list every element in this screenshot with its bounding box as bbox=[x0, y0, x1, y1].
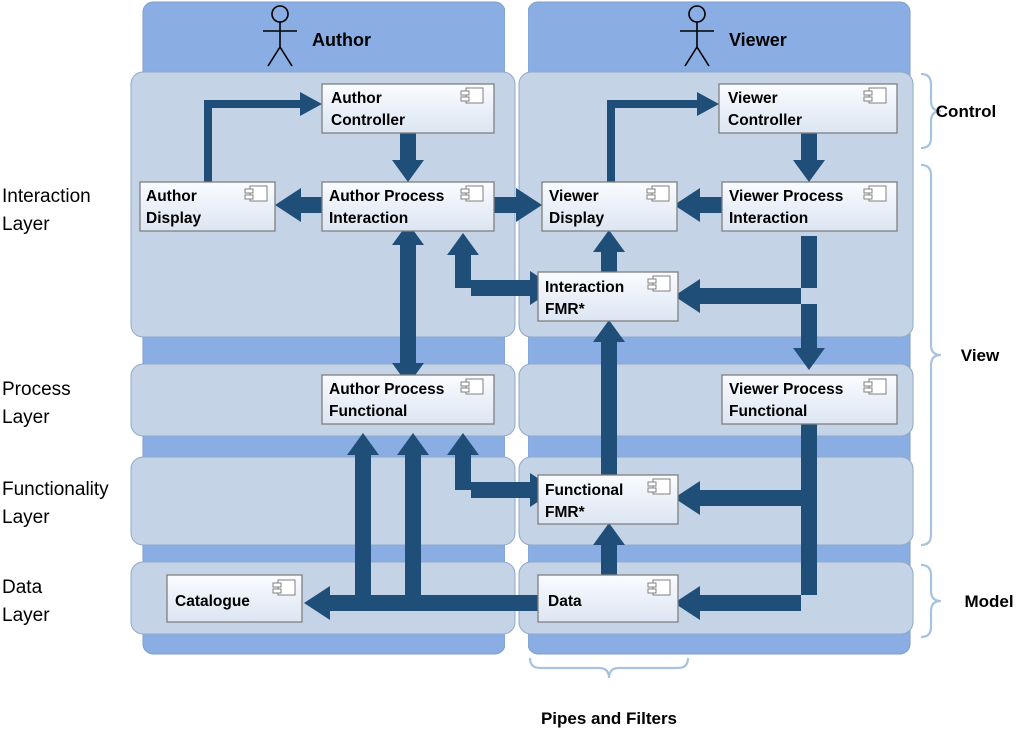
component-viewer-display[interactable]: Viewer Display bbox=[541, 181, 678, 232]
component-viewer-controller[interactable]: Viewer Controller bbox=[718, 83, 898, 134]
component-author-display[interactable]: Author Display bbox=[139, 181, 276, 232]
arrow-viewer-process-functional-to-functional-fmr bbox=[674, 423, 817, 515]
component-label-line1: Viewer bbox=[549, 188, 599, 205]
component-label-line1: Author bbox=[331, 90, 382, 107]
uml-component-icon bbox=[647, 579, 671, 596]
bracket-label-control: Control bbox=[936, 102, 996, 121]
arrow-author-process-interaction-and-functional-double bbox=[392, 223, 424, 385]
component-label-line2: FMR* bbox=[545, 504, 586, 521]
viewer-column-label: Viewer bbox=[729, 30, 787, 50]
uml-component-icon bbox=[272, 579, 296, 596]
uml-component-icon bbox=[460, 87, 484, 104]
component-label-line1: Author bbox=[146, 188, 197, 205]
component-viewer-process-functional[interactable]: Viewer Process Functional bbox=[721, 374, 898, 425]
bracket-pipes-and-filters bbox=[528, 657, 690, 679]
component-label-line1: Author Process bbox=[329, 188, 444, 205]
component-label-line2: Controller bbox=[331, 112, 405, 129]
component-data[interactable]: Data bbox=[537, 574, 679, 623]
component-label-line2: Interaction bbox=[729, 210, 808, 227]
bracket-label-view: View bbox=[961, 346, 1000, 365]
component-label-line1: Data bbox=[548, 593, 582, 610]
component-label-line1: Functional bbox=[545, 482, 623, 499]
component-author-controller[interactable]: Author Controller bbox=[321, 83, 495, 134]
uml-component-icon bbox=[647, 478, 671, 495]
component-label-line2: Display bbox=[549, 210, 605, 227]
component-author-process-interaction[interactable]: Author Process Interaction bbox=[321, 181, 495, 232]
arrow-author-controller-to-author-process-interaction bbox=[392, 127, 424, 182]
component-label-line1: Interaction bbox=[545, 279, 624, 296]
layer-label-functionality-line1: Functionality bbox=[2, 479, 109, 500]
uml-component-icon bbox=[460, 185, 484, 202]
arrow-functional-fmr-to-author-process-functional bbox=[447, 433, 556, 507]
arrow-interaction-fmr-to-author-process-interaction bbox=[447, 233, 556, 305]
bracket-label-pipes-and-filters: Pipes and Filters bbox=[541, 709, 677, 728]
layer-label-process: Process Layer bbox=[2, 379, 71, 428]
uml-component-icon bbox=[647, 275, 671, 292]
layer-label-data-line1: Data bbox=[2, 577, 43, 598]
component-functional-fmr[interactable]: Functional FMR* bbox=[537, 474, 679, 525]
arrow-viewer-process-interaction-to-viewer-process-functional bbox=[793, 304, 825, 370]
layer-label-functionality: Functionality Layer bbox=[2, 479, 109, 528]
arrow-viewer-display-to-viewer-controller bbox=[607, 92, 719, 190]
bracket-label-model: Model bbox=[964, 592, 1013, 611]
layer-label-interaction-line1: Interaction bbox=[2, 186, 91, 207]
uml-component-icon bbox=[863, 378, 887, 395]
component-label-line2: Display bbox=[146, 210, 202, 227]
arrow-functional-fmr-to-interaction-fmr bbox=[593, 320, 625, 475]
arrow-data-to-author-process-functional bbox=[397, 433, 542, 611]
uml-component-icon bbox=[863, 87, 887, 104]
component-viewer-process-interaction[interactable]: Viewer Process Interaction bbox=[721, 181, 898, 232]
layer-label-process-line1: Process bbox=[2, 379, 71, 400]
stick-figure-icon-viewer bbox=[680, 5, 714, 67]
bracket-group-right bbox=[920, 72, 942, 639]
uml-component-icon bbox=[244, 185, 268, 202]
component-label-line2: Functional bbox=[329, 403, 407, 420]
uml-component-icon bbox=[460, 378, 484, 395]
arrow-viewer-process-interaction-to-viewer-display bbox=[674, 188, 722, 222]
bracket-group-bottom bbox=[528, 657, 690, 679]
layer-label-functionality-line2: Layer bbox=[2, 507, 50, 528]
arrow-viewer-controller-to-viewer-process-interaction bbox=[793, 127, 825, 182]
component-label-line1: Viewer Process bbox=[729, 188, 843, 205]
arrow-interaction-fmr-to-viewer-display bbox=[593, 230, 625, 272]
arrow-author-process-interaction-to-viewer-display bbox=[494, 188, 542, 222]
component-label-line2: Functional bbox=[729, 403, 807, 420]
component-label-line1: Catalogue bbox=[175, 593, 250, 610]
arrow-viewer-process-interaction-to-interaction-fmr bbox=[674, 236, 817, 313]
arrow-data-to-functional-fmr bbox=[593, 523, 625, 575]
component-label-line2: Interaction bbox=[329, 210, 408, 227]
component-interaction-fmr[interactable]: Interaction FMR* bbox=[537, 271, 679, 322]
arrow-author-process-interaction-to-author-display bbox=[275, 188, 322, 222]
component-author-process-functional[interactable]: Author Process Functional bbox=[321, 374, 495, 425]
arrow-viewer-process-functional-to-data bbox=[674, 423, 817, 620]
connection-arrows bbox=[204, 92, 825, 620]
stick-figure-icon-author bbox=[263, 5, 297, 67]
layer-label-process-line2: Layer bbox=[2, 407, 50, 428]
bracket-model bbox=[920, 563, 942, 639]
component-catalogue[interactable]: Catalogue bbox=[166, 574, 303, 623]
arrow-author-display-to-author-controller bbox=[204, 92, 322, 190]
component-box[interactable] bbox=[721, 181, 898, 232]
component-label-line1: Viewer Process bbox=[729, 381, 843, 398]
arrow-catalogue-to-author-process-functional bbox=[347, 433, 379, 603]
uml-component-icon bbox=[646, 185, 670, 202]
layer-label-data-line2: Layer bbox=[2, 605, 50, 626]
uml-component-icon bbox=[863, 185, 887, 202]
bracket-view bbox=[920, 163, 942, 547]
component-label-line1: Viewer bbox=[728, 90, 778, 107]
layer-label-interaction-line2: Layer bbox=[2, 214, 50, 235]
component-label-line2: FMR* bbox=[545, 301, 586, 318]
author-column-label: Author bbox=[312, 30, 371, 50]
component-label-line1: Author Process bbox=[329, 381, 444, 398]
layer-label-data: Data Layer bbox=[2, 577, 50, 626]
layer-label-interaction: Interaction Layer bbox=[2, 186, 91, 235]
component-label-line2: Controller bbox=[728, 112, 802, 129]
bracket-control bbox=[920, 72, 942, 150]
